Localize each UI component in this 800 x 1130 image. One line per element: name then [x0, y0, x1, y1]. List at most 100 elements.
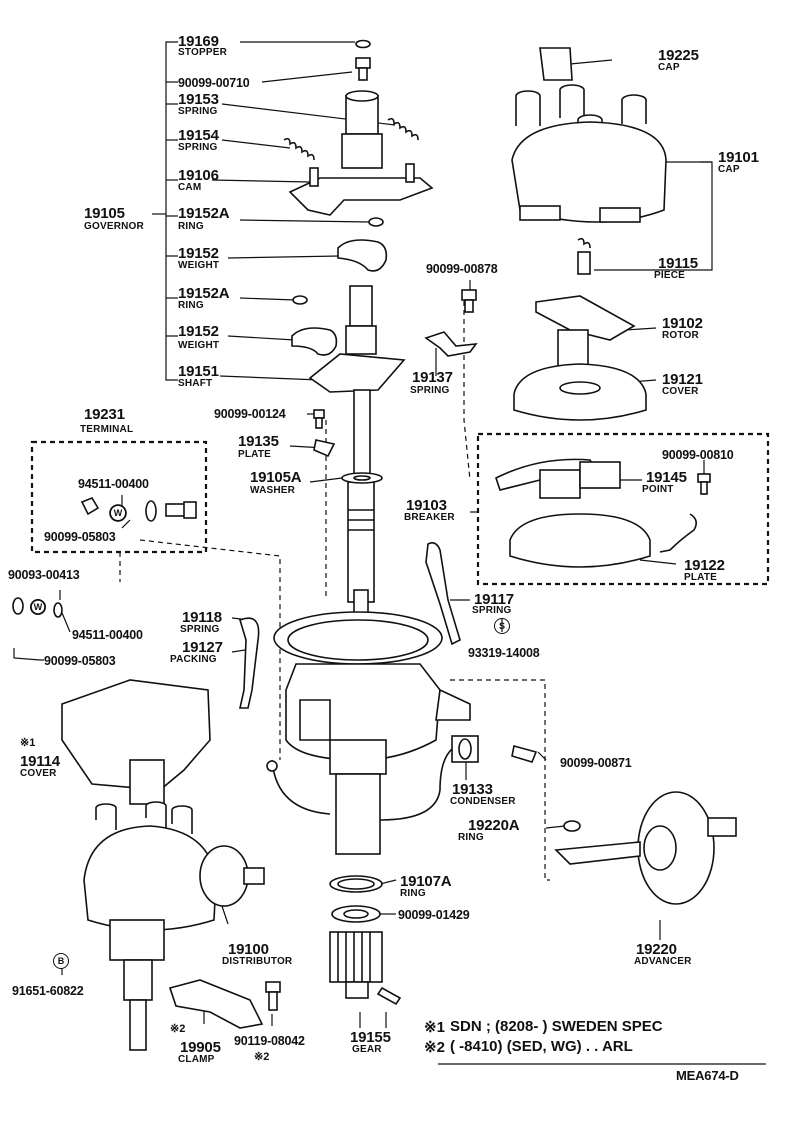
part-90099-00810-number: 90099-00810: [662, 448, 734, 462]
screw-00871-drawing: [511, 745, 538, 763]
part-19102-name: ROTOR: [662, 330, 699, 341]
part-19153-number: 19153: [178, 91, 219, 108]
part-19152a-2-number: 19152A: [178, 285, 230, 302]
part-19220-name: ADVANCER: [634, 956, 692, 967]
part-19122-number: 19122: [684, 557, 725, 574]
figure-code: MEA674-D: [676, 1068, 739, 1083]
part-19121-name: COVER: [662, 386, 699, 397]
advancer-drawing: [554, 791, 737, 905]
marker-w-badge-1: W: [110, 505, 126, 521]
part-19145-number: 19145: [646, 469, 687, 486]
group-name-terminal: TERMINAL: [80, 424, 134, 435]
part-19152a-2-name: RING: [178, 300, 204, 311]
part-19106-number: 19106: [178, 167, 219, 184]
marker-s-badge: S: [494, 618, 510, 634]
part-90099-05803-number: 90099-05803: [44, 530, 116, 544]
screw-00124-drawing: [313, 409, 325, 429]
part-19100-name: DISTRIBUTOR: [222, 956, 293, 967]
group-number-breaker: 19103: [406, 497, 447, 514]
part-19115-number: 19115: [658, 255, 698, 272]
part-94511-00400-2-number: 94511-00400: [72, 628, 143, 642]
plate-19135-drawing: [313, 439, 336, 458]
part-19152-number: 19152: [178, 245, 219, 262]
part-19100-number: 19100: [228, 941, 269, 958]
part-19122-name: PLATE: [684, 572, 718, 583]
spring-19118-drawing: [239, 617, 260, 709]
part-19105a-number: 19105A: [250, 469, 302, 486]
spring-19137-drawing: [424, 331, 478, 357]
spring-19117-drawing: [425, 542, 461, 646]
part-19114-number: 19114: [20, 753, 60, 770]
weight-drawing: [291, 239, 388, 356]
part-19117-number: 19117: [474, 591, 514, 608]
part-19152-2-number: 19152: [178, 323, 219, 340]
spring-19154-drawing: [283, 137, 315, 161]
part-19118-number: 19118: [182, 609, 222, 626]
part-19220a-number: 19220A: [468, 817, 520, 834]
group-name-breaker: BREAKER: [404, 512, 455, 523]
rotor-cover-drawing: [513, 363, 647, 421]
part-19135-number: 19135: [238, 433, 279, 450]
part-90099-00871-number: 90099-00871: [560, 756, 632, 770]
part-19169-name: STOPPER: [178, 47, 228, 58]
part-19106-name: CAM: [178, 182, 202, 193]
screw-00878-drawing: [461, 289, 477, 313]
part-19145-name: POINT: [642, 484, 674, 495]
terminal-parts-drawing: [80, 497, 197, 522]
part-19127-number: 19127: [182, 639, 223, 656]
part-90099-01429-number: 90099-01429: [398, 908, 470, 922]
cap-19225-drawing: [539, 47, 573, 81]
spring-19153-drawing: [387, 117, 419, 141]
governor-cam-drawing: [288, 90, 434, 216]
group-number-terminal: 19231: [84, 406, 125, 423]
part-19154-number: 19154: [178, 127, 219, 144]
note2-marker-bolt: ※2: [254, 1051, 270, 1063]
part-19105a-name: WASHER: [250, 485, 296, 496]
part-19102-number: 19102: [662, 315, 703, 332]
part-19137-name: SPRING: [410, 385, 450, 396]
washer-19105a-drawing: [341, 472, 383, 484]
condenser-drawing: [379, 735, 479, 821]
part-19117-name: SPRING: [472, 605, 512, 616]
note1-marker-cover: ※1: [20, 737, 36, 749]
part-19107a-number: 19107A: [400, 873, 452, 890]
part-91651-60822-number: 91651-60822: [12, 984, 84, 998]
part-19107a-name: RING: [400, 888, 426, 899]
ring-19220a-drawing: [563, 820, 581, 832]
group-name-cap: CAP: [718, 164, 740, 175]
part-19152-2-name: WEIGHT: [178, 340, 220, 351]
part-90093-00413-number: 90093-00413: [8, 568, 80, 582]
part-19152-name: WEIGHT: [178, 260, 220, 271]
part-19169-number: 19169: [178, 33, 219, 50]
group-number-cap: 19101: [718, 149, 759, 166]
part-19153-name: SPRING: [178, 106, 218, 117]
part-19151-name: SHAFT: [178, 378, 213, 389]
housing-drawing: [266, 611, 471, 855]
shaft-drawing: [308, 285, 406, 625]
note-1-mark: ※1: [424, 1019, 445, 1036]
group-name-governor: GOVERNOR: [84, 221, 144, 232]
piece-19115-drawing: [577, 237, 591, 275]
part-90099-00710-number: 90099-00710: [178, 76, 250, 90]
rotor-drawing: [535, 295, 636, 367]
part-19905-name: CLAMP: [178, 1054, 215, 1065]
stopper-drawing: [355, 39, 371, 49]
part-19905-number: 19905: [180, 1039, 221, 1056]
part-19121-number: 19121: [662, 371, 703, 388]
part-19137-number: 19137: [412, 369, 453, 386]
part-19133-name: CONDENSER: [450, 796, 516, 807]
part-19114-name: COVER: [20, 768, 57, 779]
gear-drawing: [329, 931, 402, 1006]
note-2-text: ( -8410) (SED, WG) . . ARL: [450, 1038, 633, 1055]
part-19118-name: SPRING: [180, 624, 220, 635]
part-94511-00400-number: 94511-00400: [78, 477, 149, 491]
part-19152a-number: 19152A: [178, 205, 230, 222]
part-19151-number: 19151: [178, 363, 219, 380]
marker-w-badge-2: W: [30, 599, 46, 615]
part-19155-number: 19155: [350, 1029, 391, 1046]
ring-19107a-drawing: [329, 875, 383, 893]
part-90119-08042-number: 90119-08042: [234, 1034, 305, 1048]
group-number-governor: 19105: [84, 205, 125, 222]
marker-b-badge: B: [53, 953, 69, 969]
washer-01429-drawing: [331, 905, 381, 923]
